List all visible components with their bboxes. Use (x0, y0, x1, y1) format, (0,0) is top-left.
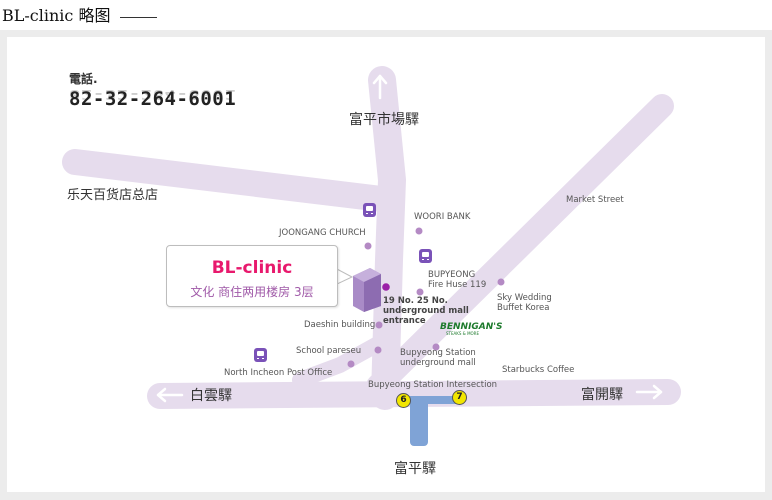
marker-joongang (364, 242, 372, 250)
label-daeshin: Daeshin building (304, 320, 376, 330)
marker-school (374, 346, 382, 354)
road-northwest (62, 149, 403, 213)
bennigans-logo: BENNIGAN'S (440, 322, 503, 332)
road-north-south (368, 66, 407, 410)
road-west-east (147, 379, 681, 409)
title-underline (120, 17, 157, 18)
arrow-north-icon (372, 74, 388, 100)
bus-stop-icon (419, 249, 432, 263)
exit-7-badge: 7 (452, 390, 467, 405)
marker-post (347, 360, 355, 368)
phone-number-reflection: 82-32-264-6001 (69, 86, 237, 102)
label-post-office: North Incheon Post Office (224, 368, 333, 378)
label-sky-wedding: Sky Wedding Buffet Korea (497, 293, 552, 313)
bus-stop-icon (254, 348, 267, 362)
phone-number: 82-32-264-6001 (69, 88, 237, 110)
label-west-station: 白雲驛 (190, 388, 232, 404)
road-diagonal-west (292, 332, 393, 388)
subway-line (410, 396, 460, 446)
clinic-address: 文化 商住两用楼房 3层 (190, 285, 314, 299)
label-underground-entrance: 19 No. 25 No. underground mall entrance (383, 296, 469, 326)
marker-fire (416, 288, 424, 296)
label-bupyeong-fire: BUPYEONG Fire Huse 119 (428, 270, 487, 290)
arrow-west-icon (156, 387, 184, 403)
label-woori-bank: WOORI BANK (414, 212, 471, 222)
label-joongang-church: JOONGANG CHURCH (279, 228, 366, 238)
phone-label: 電話. (69, 72, 98, 86)
bus-stop-icon (363, 203, 376, 217)
exit-6-badge: 6 (396, 393, 411, 408)
page-title: BL-clinic 略图 (2, 6, 111, 25)
label-starbucks: Starbucks Coffee (502, 365, 575, 375)
label-market-street: Market Street (566, 195, 624, 205)
label-school: School pareseu (296, 346, 362, 356)
marker-underground (432, 343, 440, 351)
label-intersection: Bupyeong Station Intersection (368, 380, 498, 390)
label-north-station: 富平市場驛 (349, 112, 419, 128)
label-lotte: 乐天百货店总店 (67, 188, 159, 203)
roads (62, 66, 681, 410)
clinic-marker (382, 283, 390, 291)
arrow-east-icon (635, 384, 663, 400)
road-diagonal-market (366, 94, 674, 398)
place-markers (347, 227, 505, 368)
label-bupyeong-underground: Bupyeong Station underground mall (400, 348, 476, 368)
label-east-station: 富開驛 (581, 387, 623, 403)
label-south-station: 富平驛 (394, 461, 436, 477)
marker-daeshin (375, 321, 383, 329)
bennigans-logo-sub: STEAKS & MORE (446, 331, 479, 336)
direction-arrows (156, 74, 663, 403)
marker-woori (415, 227, 423, 235)
marker-sky (497, 278, 505, 286)
clinic-building (353, 268, 381, 312)
clinic-name: BL-clinic (211, 258, 293, 278)
clinic-callout: BL-clinic 文化 商住两用楼房 3层 (166, 245, 338, 307)
